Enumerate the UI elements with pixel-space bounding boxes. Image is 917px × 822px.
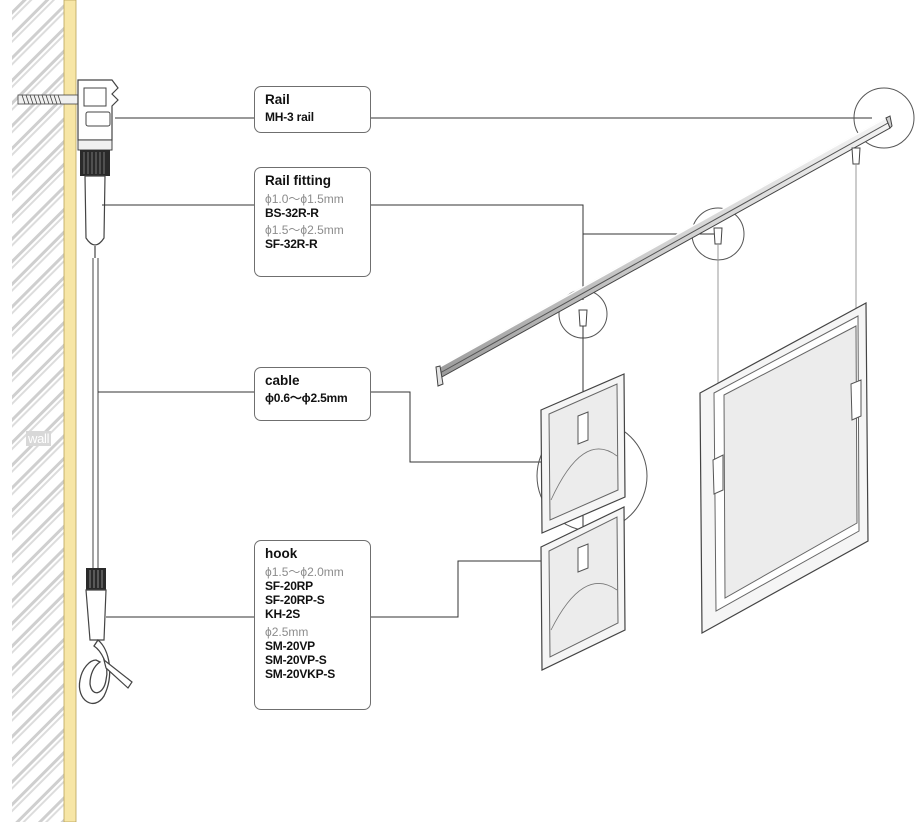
callout-hook-model-4: SM-20VP bbox=[265, 638, 315, 653]
wall-rail-section bbox=[17, 79, 119, 151]
callout-rail-model: MH-3 rail bbox=[265, 109, 314, 124]
callout-rail-fitting-spec-1: ϕ1.0〜ϕ1.5mm bbox=[265, 191, 344, 206]
callout-hook-model-5: SM-20VP-S bbox=[265, 652, 327, 667]
callout-hook-title: hook bbox=[265, 546, 298, 561]
large-frame bbox=[699, 301, 869, 635]
ceiling-rail bbox=[435, 115, 893, 387]
callout-hook-model-1: SF-20RP bbox=[265, 579, 313, 594]
callout-cable-title: cable bbox=[265, 373, 300, 388]
callout-cable: cable ϕ0.6〜ϕ2.5mm bbox=[254, 367, 371, 421]
leader-fitting-right bbox=[371, 204, 584, 300]
callout-rail-fitting-model-1: BS-32R-R bbox=[265, 206, 319, 221]
small-frame-top bbox=[540, 373, 626, 534]
leader-cable-right bbox=[371, 391, 592, 463]
wall-hook bbox=[78, 568, 133, 704]
wall-board bbox=[63, 0, 77, 822]
detail-circle-rail-end bbox=[853, 87, 915, 149]
wall bbox=[12, 0, 77, 822]
callout-rail: Rail MH-3 rail bbox=[254, 86, 371, 133]
callout-hook-model-2: SF-20RP-S bbox=[265, 593, 325, 608]
wall-cable bbox=[92, 258, 99, 568]
callout-hook: hook ϕ1.5〜ϕ2.0mm SF-20RP SF-20RP-S KH-2S… bbox=[254, 540, 371, 710]
ceiling-rail-fittings bbox=[578, 147, 861, 327]
wall-hatch bbox=[12, 0, 64, 822]
callout-hook-spec-1: ϕ1.5〜ϕ2.0mm bbox=[265, 564, 344, 579]
leader-hook-right bbox=[371, 560, 580, 618]
wall-rail-fitting bbox=[80, 150, 110, 258]
leader-lines bbox=[98, 117, 872, 618]
callout-rail-fitting-spec-2: ϕ1.5〜ϕ2.5mm bbox=[265, 223, 344, 238]
callout-rail-fitting-title: Rail fitting bbox=[265, 173, 331, 188]
callout-rail-fitting-model-2: SF-32R-R bbox=[265, 237, 318, 252]
callout-hook-model-6: SM-20VKP-S bbox=[265, 667, 336, 682]
callout-hook-model-3: KH-2S bbox=[265, 607, 301, 622]
wall-label: wall bbox=[26, 431, 52, 446]
callout-hook-spec-2: ϕ2.5mm bbox=[265, 624, 309, 639]
callout-rail-fitting: Rail fitting ϕ1.0〜ϕ1.5mm BS-32R-R ϕ1.5〜ϕ… bbox=[254, 167, 371, 277]
small-frame-bottom bbox=[540, 506, 626, 671]
callout-cable-spec: ϕ0.6〜ϕ2.5mm bbox=[265, 390, 348, 405]
callout-rail-title: Rail bbox=[265, 92, 290, 107]
